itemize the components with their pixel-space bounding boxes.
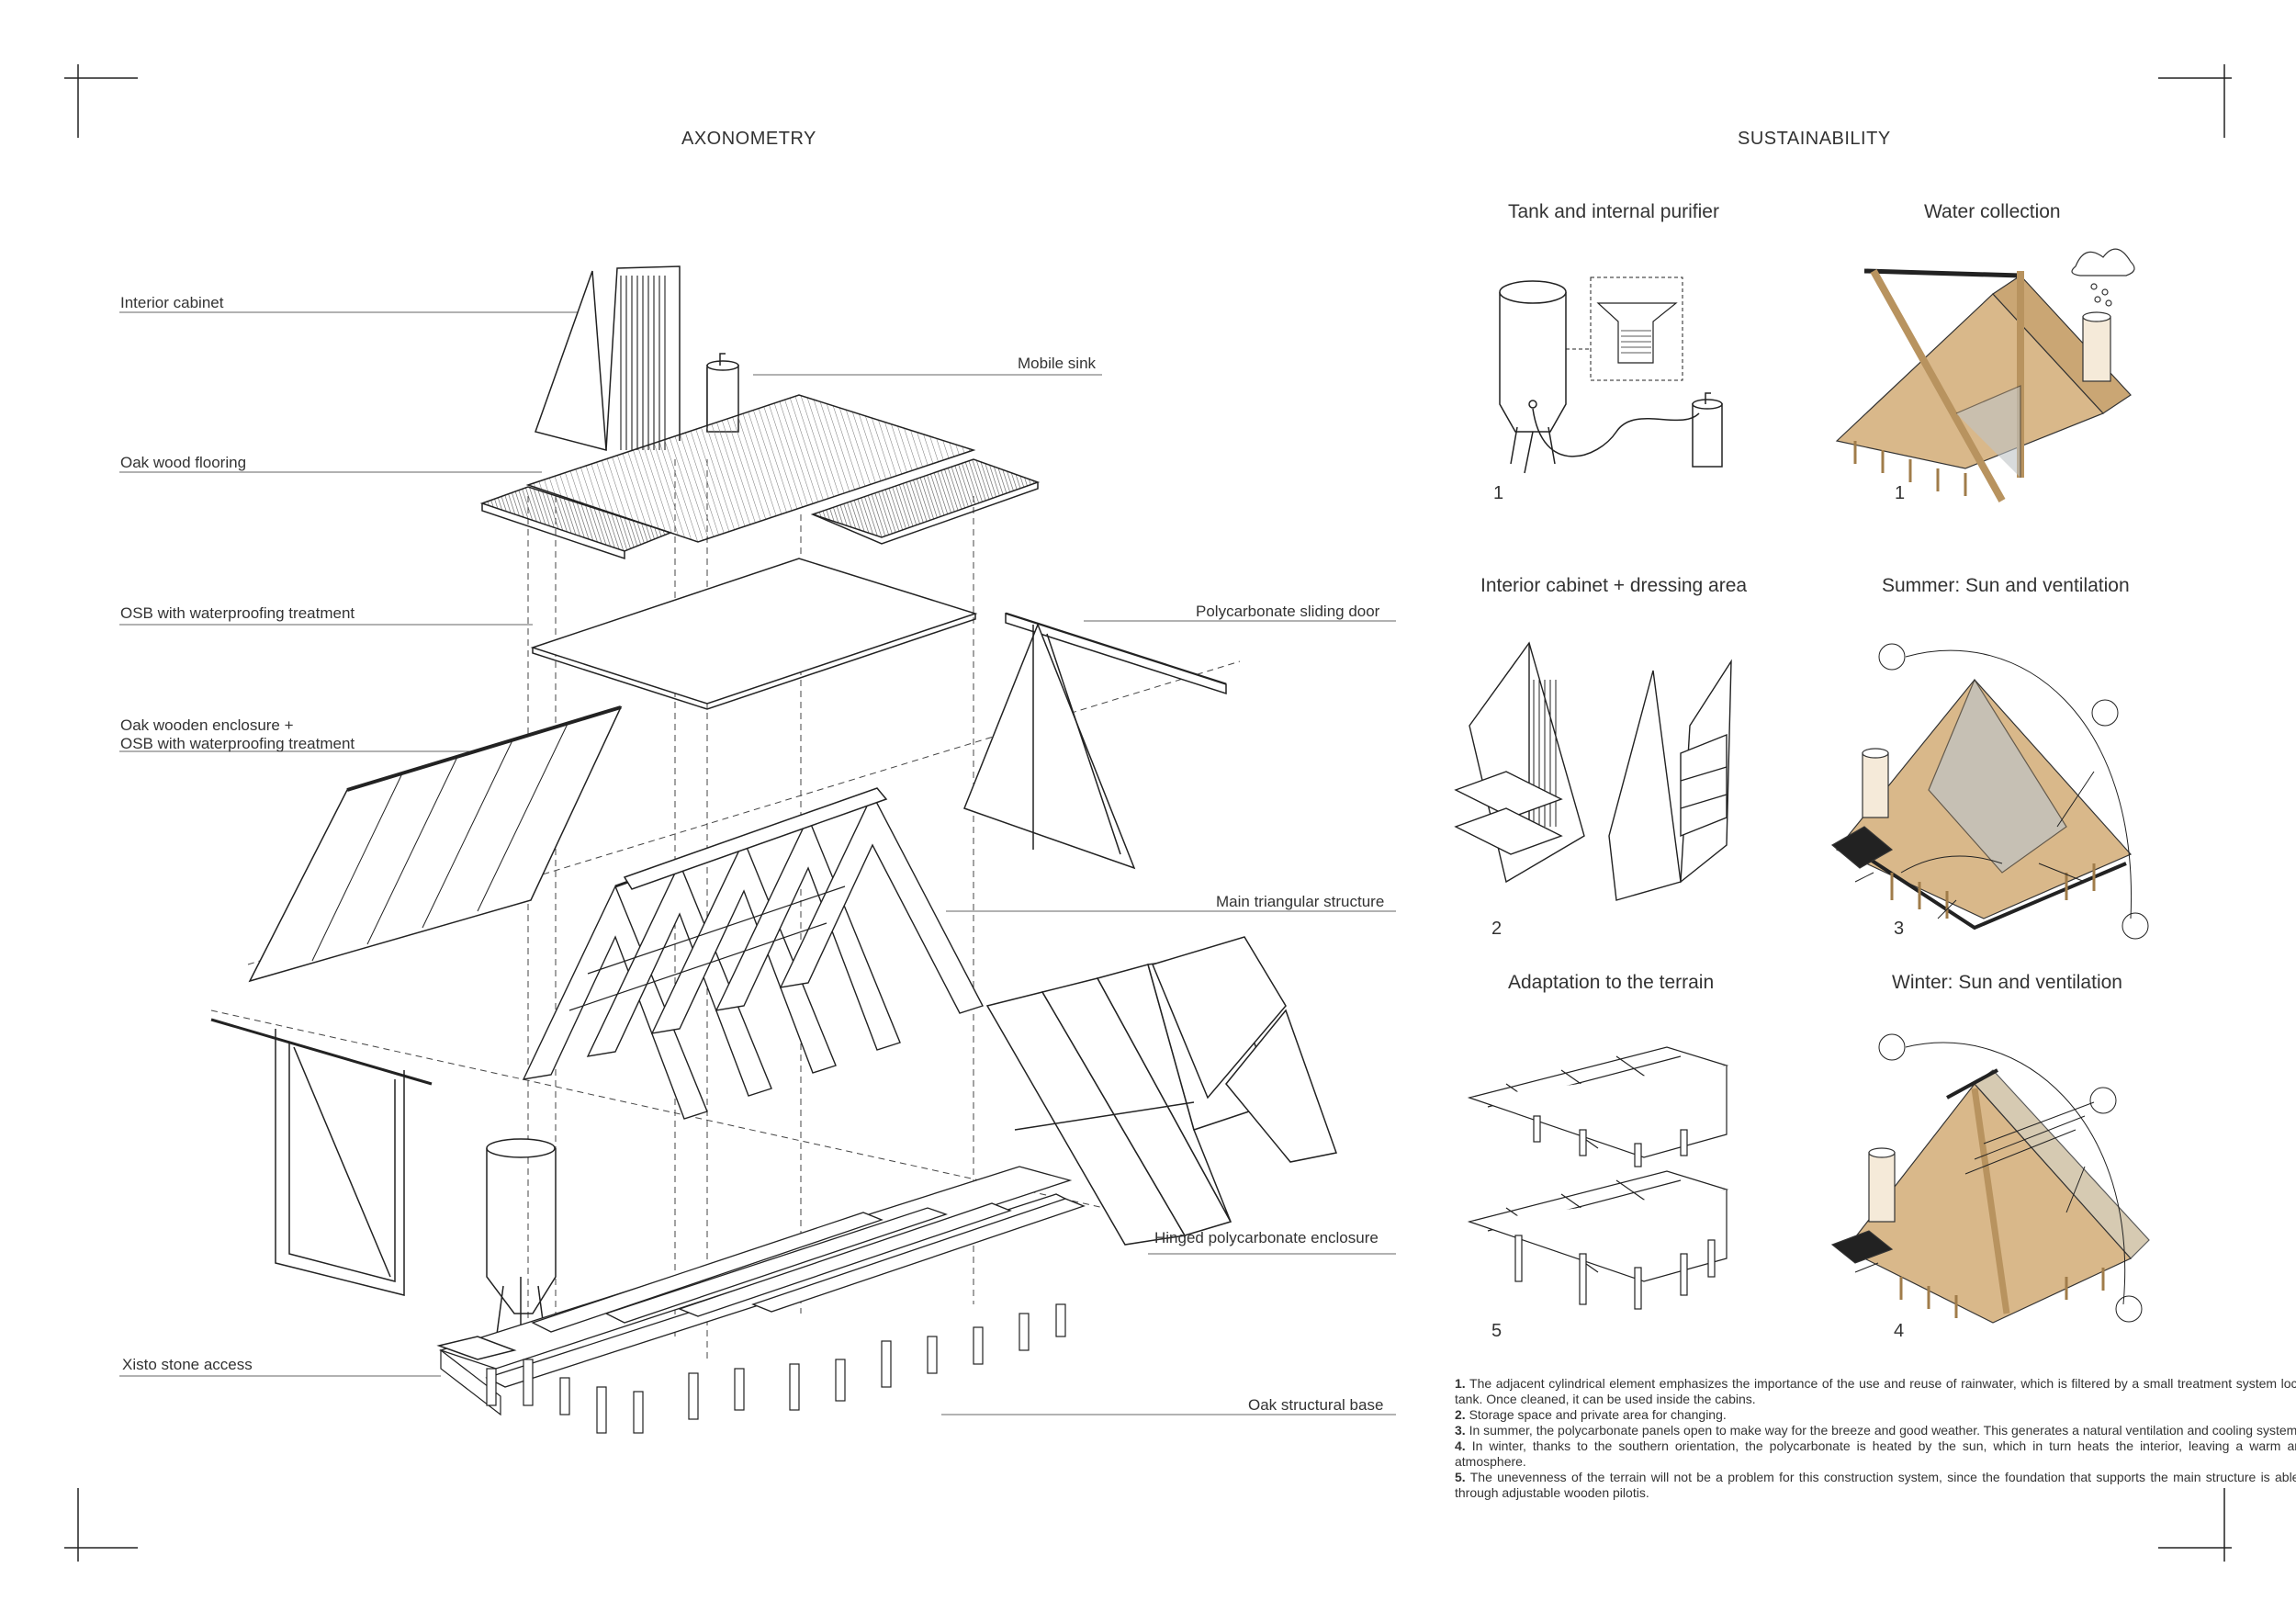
label-main-triangular-structure: Main triangular structure	[1216, 893, 1385, 910]
label-oak-enclosure-1: Oak wooden enclosure +	[120, 716, 294, 734]
label-polycarbonate-sliding-door: Polycarbonate sliding door	[1196, 603, 1380, 620]
panel-number-cabinet: 2	[1491, 919, 1503, 939]
label-xisto-stone-access: Xisto stone access	[122, 1356, 253, 1373]
note-5: 5. The unevenness of the terrain will no…	[1455, 1470, 2296, 1500]
panel-number-summer: 3	[1894, 919, 1905, 939]
label-mobile-sink: Mobile sink	[1018, 355, 1097, 372]
water-collection-illustration	[1835, 248, 2135, 502]
winter-ventilation-illustration	[1830, 1033, 2150, 1324]
axonometry-title: AXONOMETRY	[681, 129, 816, 149]
sustainability-notes: 1. The adjacent cylindrical element emph…	[1455, 1376, 2296, 1501]
note-2: 2. Storage space and private area for ch…	[1455, 1407, 1727, 1422]
label-hinged-polycarbonate-enclosure: Hinged polycarbonate enclosure	[1154, 1229, 1379, 1246]
cabinet-dressing-illustration	[1454, 641, 1732, 901]
label-oak-structural-base: Oak structural base	[1248, 1396, 1384, 1414]
crop-marks	[64, 64, 2232, 1562]
leader-lines	[119, 311, 1396, 1415]
note-4: 4. In winter, thanks to the southern ori…	[1455, 1438, 2296, 1469]
panel-number-tank: 1	[1493, 483, 1504, 503]
label-oak-enclosure-2: OSB with waterproofing treatment	[120, 735, 355, 752]
note-3: 3. In summer, the polycarbonate panels o…	[1455, 1423, 2296, 1438]
panel-number-terrain: 5	[1491, 1321, 1503, 1341]
panel-title-summer: Summer: Sun and ventilation	[1882, 575, 2130, 596]
panel-title-winter: Winter: Sun and ventilation	[1892, 972, 2122, 993]
label-interior-cabinet: Interior cabinet	[120, 294, 224, 311]
panel-number-water-collection: 1	[1895, 483, 1906, 503]
sustainability-title: SUSTAINABILITY	[1738, 129, 1891, 149]
panel-title-terrain: Adaptation to the terrain	[1508, 972, 1715, 993]
panel-title-tank: Tank and internal purifier	[1508, 201, 1719, 222]
tank-purifier-illustration	[1499, 276, 1723, 474]
panel-number-winter: 4	[1894, 1321, 1905, 1341]
label-oak-wood-flooring: Oak wood flooring	[120, 454, 247, 471]
panel-title-water-collection: Water collection	[1924, 201, 2061, 222]
summer-ventilation-illustration	[1830, 643, 2149, 940]
label-osb-waterproofing: OSB with waterproofing treatment	[120, 604, 355, 622]
terrain-adaptation-illustration	[1467, 1046, 1729, 1310]
panel-title-cabinet: Interior cabinet + dressing area	[1480, 575, 1748, 596]
note-1: 1. The adjacent cylindrical element emph…	[1455, 1376, 2296, 1406]
axonometry-drawing	[210, 265, 1337, 1434]
